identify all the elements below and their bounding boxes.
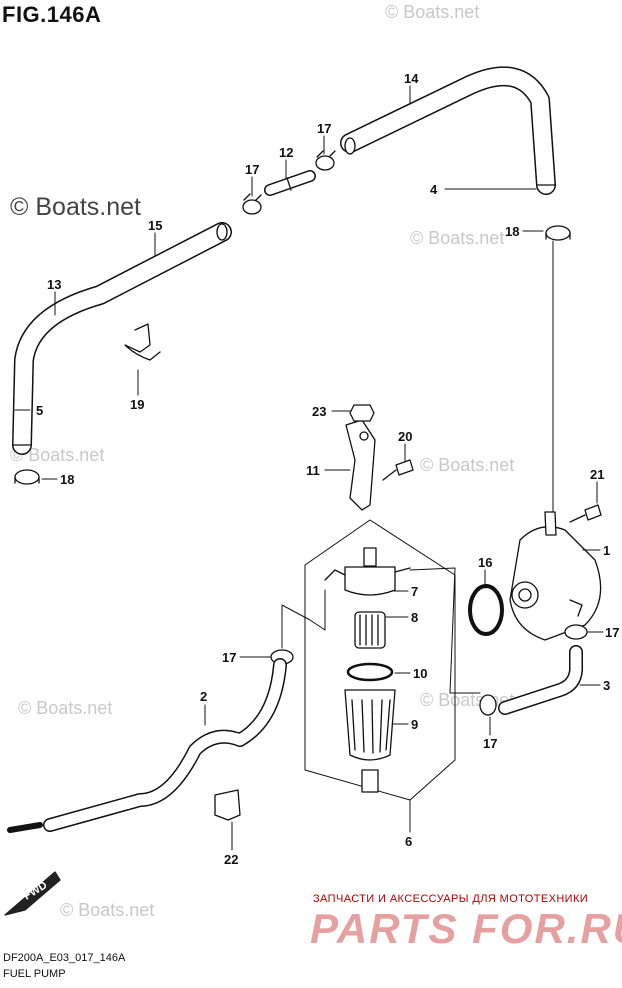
clamp-18 [14, 225, 571, 485]
hose-3 [498, 645, 583, 715]
callout-10: 10 [413, 666, 428, 681]
callout-17: 17 [483, 736, 498, 751]
callout-16: 16 [478, 555, 493, 570]
clip-19 [124, 323, 161, 361]
callout-4: 4 [430, 182, 438, 197]
leader-lines [14, 85, 604, 851]
fuel-pump-1 [509, 511, 602, 641]
callout-1: 1 [603, 543, 611, 558]
callout-20: 20 [398, 429, 413, 444]
bracket-11 [345, 419, 376, 511]
callout-12: 12 [279, 145, 294, 160]
bolts [349, 404, 602, 523]
gasket-16 [468, 584, 504, 636]
watermark: © Boats.net [60, 900, 155, 920]
joint-12 [264, 170, 316, 196]
callout-21: 21 [590, 467, 605, 482]
fwd-arrow [4, 871, 61, 916]
callout-19: 19 [130, 397, 145, 412]
callout-18: 18 [505, 224, 520, 239]
figure-name: FUEL PUMP [3, 968, 66, 980]
watermark: © Boats.net [410, 228, 505, 248]
filter-element-8 [354, 611, 386, 649]
callout-17: 17 [317, 121, 332, 136]
hose-2 [7, 658, 287, 833]
banner-subtitle: ЗАПЧАСТИ И АКСЕССУАРЫ ДЛЯ МОТОТЕХНИКИ [313, 893, 589, 905]
callout-13: 13 [47, 277, 62, 292]
clamp-17 [270, 624, 588, 716]
filter-head-7 [324, 547, 411, 596]
callout-11: 11 [306, 463, 320, 478]
callout-23: 23 [312, 404, 327, 419]
watermark: © Boats.net [385, 2, 480, 22]
callout-14: 14 [404, 71, 419, 86]
callout-2: 2 [200, 689, 208, 704]
callout-8: 8 [411, 610, 419, 625]
callout-17: 17 [222, 650, 237, 665]
callout-22: 22 [224, 852, 239, 867]
watermark: © Boats.net [18, 698, 113, 718]
clamp-17 [242, 150, 336, 215]
o-ring-10 [346, 662, 394, 682]
filter-case-9 [344, 689, 396, 793]
watermark-main: © Boats.net [10, 193, 141, 221]
callout-5: 5 [36, 403, 44, 418]
callout-3: 3 [603, 678, 611, 693]
banner-logo: PARTS FOR.RU [310, 905, 622, 952]
watermark: © Boats.net [420, 455, 515, 475]
figure-title: FIG.146A [2, 2, 102, 27]
callout-17: 17 [605, 625, 620, 640]
hose-14 [340, 66, 556, 195]
callout-18: 18 [60, 472, 75, 487]
callout-15: 15 [148, 218, 163, 233]
assembly-box-6 [304, 519, 456, 801]
callout-6: 6 [405, 834, 413, 849]
hose-15-13-5 [12, 222, 232, 455]
callout-9: 9 [411, 717, 419, 732]
clip-22 [214, 789, 241, 821]
watermark: © Boats.net [10, 445, 105, 465]
callout-17: 17 [245, 162, 260, 177]
callout-7: 7 [411, 584, 419, 599]
figure-code: DF200A_E03_017_146A [3, 952, 126, 964]
